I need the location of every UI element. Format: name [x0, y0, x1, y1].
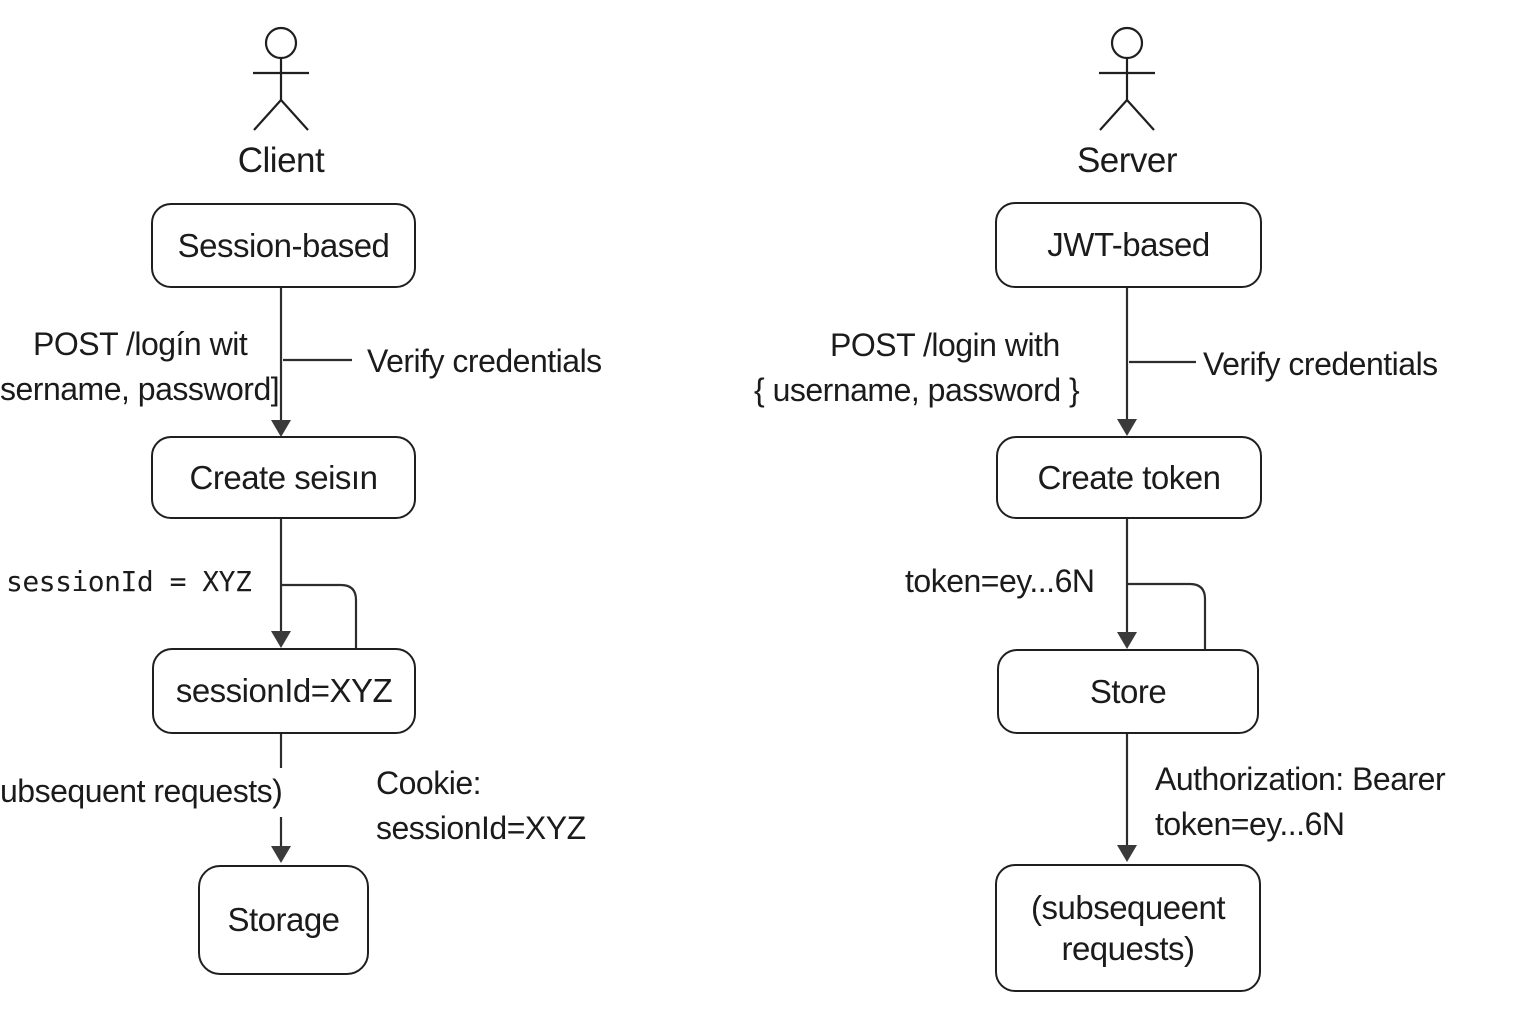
arrowhead-down-icon	[1117, 632, 1137, 649]
arrowhead-down-icon	[271, 420, 291, 437]
client-actor-icon	[253, 26, 309, 131]
edge-label-authorization-bearer: Authorization: Bearer token=ey...6N	[1155, 757, 1446, 847]
edge-label-post-login-right-line2: { username, password }	[754, 372, 1080, 408]
edge-label-verify-credentials-right: Verify credentials	[1203, 346, 1438, 382]
edge-label-token-assign: token=ey...6N	[905, 563, 1095, 599]
loop-connector-left	[282, 583, 358, 648]
node-store: Store	[997, 649, 1259, 734]
server-actor-label: Server	[1076, 141, 1178, 180]
arrowhead-down-icon	[271, 631, 291, 648]
server-actor-icon	[1099, 26, 1155, 131]
edge-label-post-login-left-line2: sername, password]	[0, 371, 280, 407]
node-jwt-based: JWT-based	[995, 202, 1262, 288]
node-create-token: Create token	[996, 436, 1262, 519]
left-flow-arrows	[279, 284, 358, 846]
node-label: Storage	[227, 901, 340, 939]
edge-label-post-login-right-line1: POST /login with	[830, 327, 1060, 363]
node-session-id: sessionId=XYZ	[152, 648, 416, 734]
edge-label-verify-credentials-left: Verify credentials	[367, 343, 602, 379]
edge-label-authorization-line2: token=ey...6N	[1155, 806, 1345, 842]
node-create-session: Create seisın	[151, 436, 416, 519]
node-label: sessionId=XYZ	[175, 672, 393, 710]
edge-label-authorization-line1: Authorization: Bearer	[1155, 761, 1446, 797]
node-label: Store	[1089, 672, 1167, 710]
edge-label-cookie: Cookie: sessionId=XYZ	[376, 761, 586, 851]
node-label-line2: requests)	[1061, 930, 1195, 967]
arrowhead-down-icon	[1117, 419, 1137, 436]
arrowhead-down-icon	[1117, 845, 1137, 862]
edge-label-subsequent-requests-left: ubsequent requests)	[0, 768, 291, 817]
node-label: Session-based	[177, 226, 390, 264]
client-actor-label: Client	[237, 141, 325, 180]
node-storage: Storage	[198, 865, 369, 975]
node-session-based: Session-based	[151, 203, 416, 288]
loop-connector-right	[1128, 582, 1207, 649]
node-subsequent-requests: (subsequeent requests)	[995, 864, 1261, 992]
node-label: JWT-based	[1047, 226, 1210, 264]
edge-label-post-login-left-line1: POST /logín wit	[33, 326, 248, 362]
node-label-line1: (subsequeent	[1031, 888, 1225, 926]
edge-label-session-assign: sessionId = XYZ	[6, 565, 252, 598]
arrowhead-down-icon	[271, 846, 291, 863]
node-label: Create seisın	[189, 458, 378, 496]
edge-label-cookie-line1: Cookie:	[376, 765, 481, 801]
node-label: Create token	[1037, 458, 1221, 496]
edge-label-cookie-line2: sessionId=XYZ	[376, 810, 586, 846]
